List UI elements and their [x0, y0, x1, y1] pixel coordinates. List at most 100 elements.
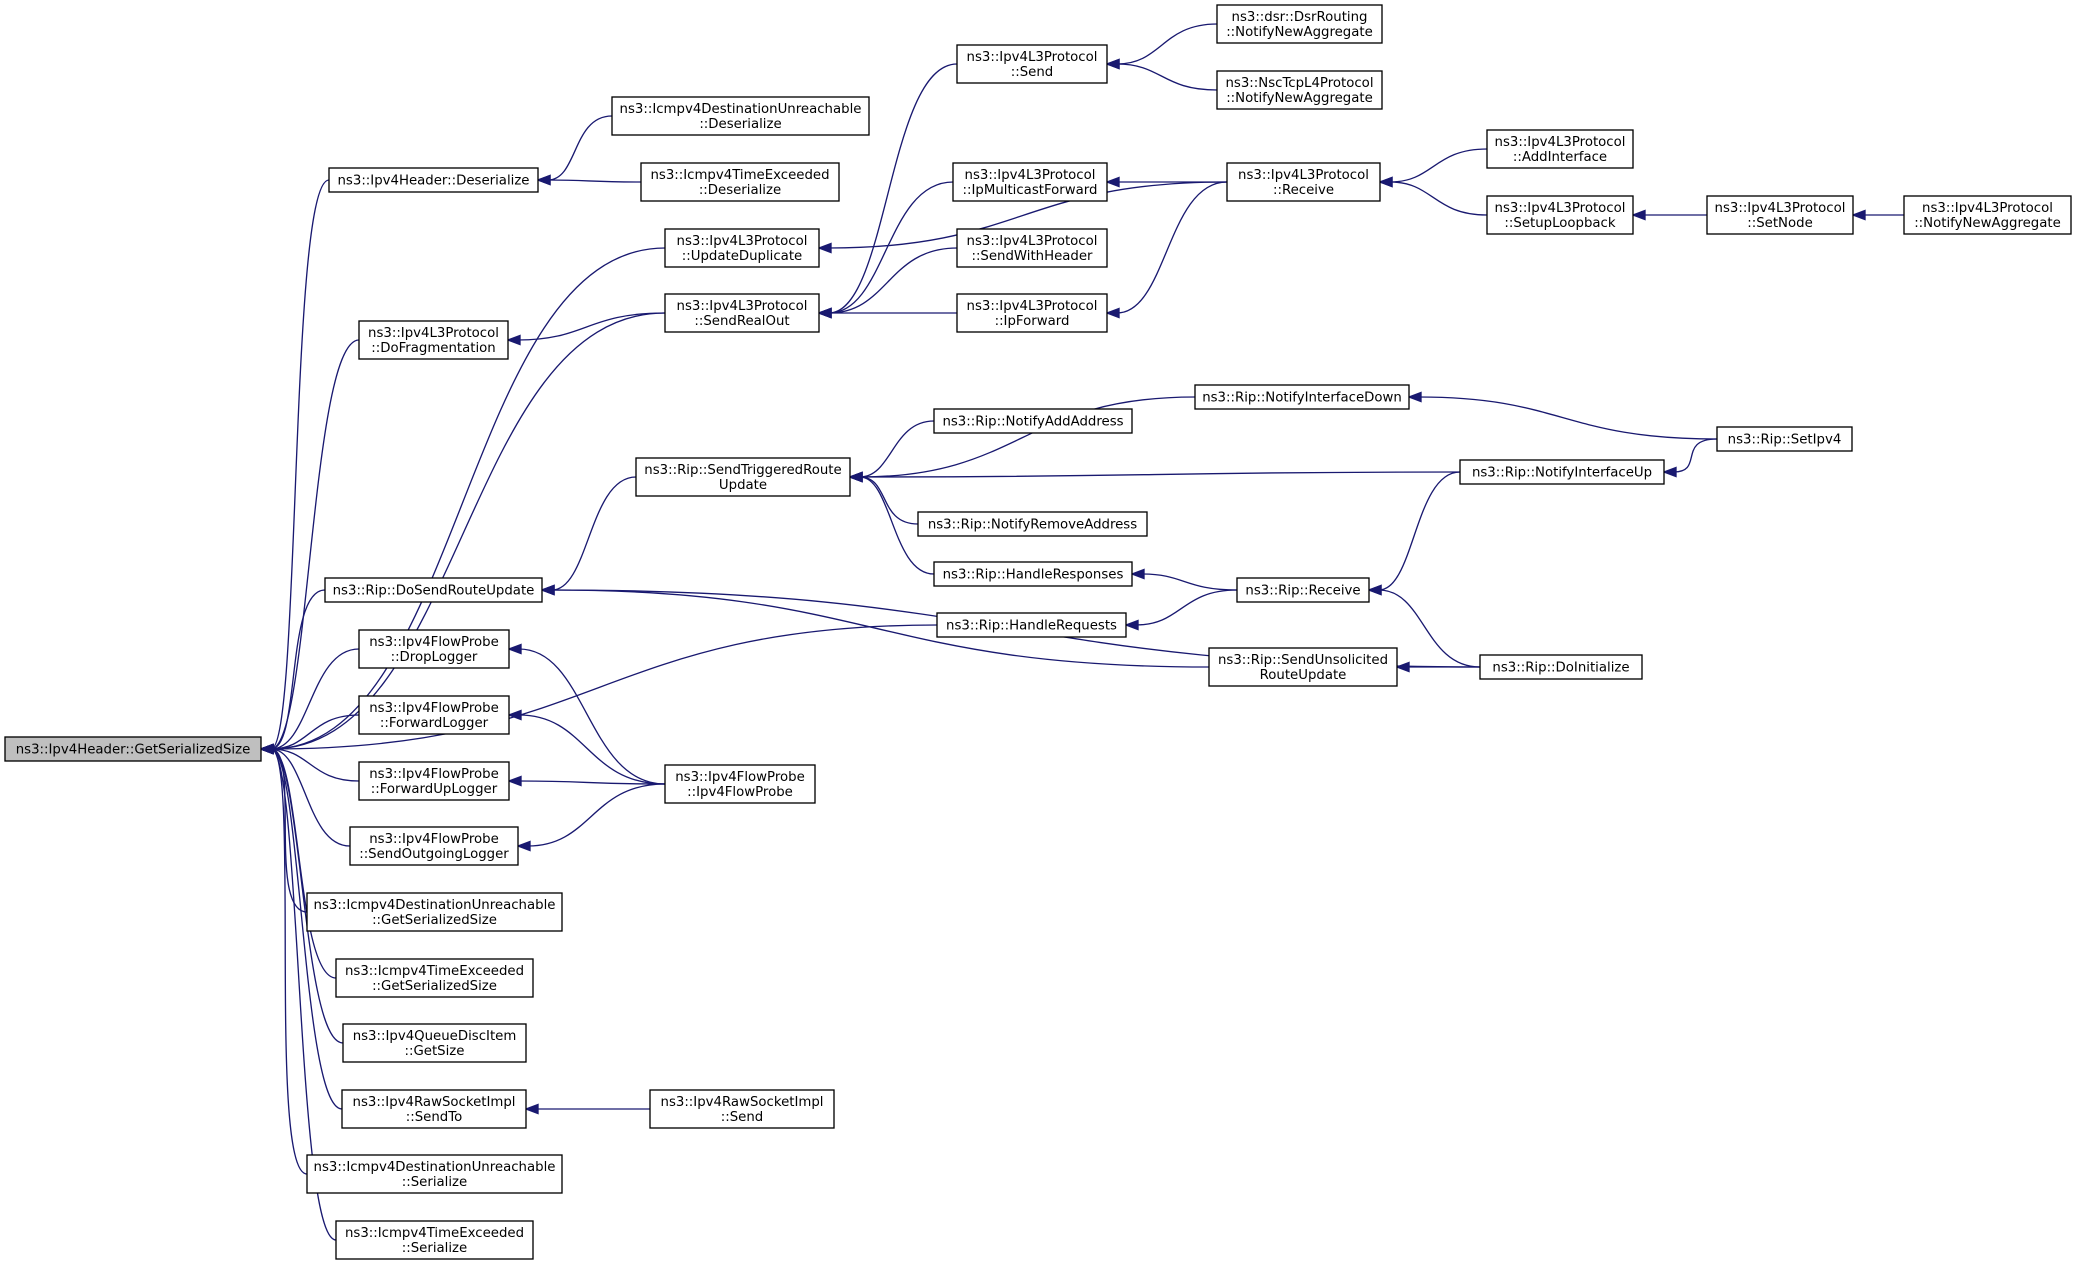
edge-line	[1116, 23, 1218, 65]
graph-node[interactable]: ns3::Rip::DoInitialize	[1479, 654, 1643, 680]
edge-arrowhead	[1124, 619, 1139, 631]
edge-n0-n40	[259, 743, 308, 1175]
graph-node[interactable]: ns3::Rip::NotifyAddAddress	[933, 408, 1133, 434]
edge-line	[859, 420, 935, 478]
edge-line	[270, 714, 360, 750]
graph-node[interactable]: ns3::Ipv4L3Protocol::SendWithHeader	[956, 228, 1108, 268]
graph-node[interactable]: ns3::Ipv4L3Protocol::IpForward	[956, 293, 1108, 333]
node-label: ns3::Rip::SendTriggeredRoute	[644, 463, 841, 478]
node-label: ns3::Ipv4FlowProbe	[369, 635, 499, 650]
edge-line	[1378, 589, 1481, 668]
graph-node[interactable]: ns3::Rip::HandleResponses	[933, 561, 1133, 587]
edge-line	[1116, 181, 1228, 314]
graph-node[interactable]: ns3::Icmpv4DestinationUnreachable::Seria…	[306, 1154, 563, 1194]
graph-node[interactable]: ns3::Icmpv4TimeExceeded::Serialize	[335, 1220, 534, 1260]
graph-node[interactable]: ns3::Ipv4QueueDiscItem::GetSize	[342, 1023, 527, 1063]
graph-node[interactable]: ns3::Icmpv4DestinationUnreachable::GetSe…	[306, 892, 563, 932]
edge-n25-n22	[1367, 471, 1461, 596]
node-box	[1479, 654, 1643, 680]
edge-n0-n41	[259, 743, 337, 1241]
node-box	[956, 228, 1108, 268]
graph-node[interactable]: ns3::Ipv4FlowProbe::ForwardLogger	[358, 695, 510, 735]
node-label: ns3::NscTcpL4Protocol	[1225, 76, 1373, 91]
graph-node[interactable]: ns3::Icmpv4DestinationUnreachable::Deser…	[611, 96, 870, 136]
node-box	[611, 96, 870, 136]
graph-node[interactable]: ns3::Ipv4FlowProbe::SendOutgoingLogger	[349, 826, 519, 866]
node-label: ns3::Rip::NotifyInterfaceDown	[1202, 391, 1402, 406]
edge-n11-n12	[1851, 209, 1904, 221]
graph-node[interactable]: ns3::Ipv4FlowProbe::DropLogger	[358, 629, 510, 669]
node-label: ::Serialize	[402, 1175, 467, 1190]
edge-line	[1135, 589, 1238, 626]
graph-node[interactable]: ns3::Rip::SetIpv4	[1716, 426, 1853, 452]
graph-node[interactable]: ns3::Ipv4FlowProbe::ForwardUpLogger	[358, 761, 510, 801]
node-box	[1216, 4, 1383, 44]
graph-node[interactable]: ns3::Ipv4RawSocketImpl::SendTo	[341, 1089, 527, 1129]
graph-node[interactable]: ns3::Ipv4RawSocketImpl::Send	[649, 1089, 835, 1129]
edge-line	[1141, 573, 1238, 591]
node-box	[640, 162, 840, 202]
graph-node[interactable]: ns3::Rip::Receive	[1236, 577, 1370, 603]
node-label: ns3::Rip::HandleRequests	[946, 619, 1117, 634]
graph-node[interactable]: ns3::Ipv4L3Protocol::DoFragmentation	[358, 320, 509, 360]
edge-arrowhead	[1631, 209, 1646, 221]
edge-line	[270, 339, 360, 750]
edge-n5-n7	[1105, 58, 1218, 91]
graph-node[interactable]: ns3::Ipv4L3Protocol::AddInterface	[1486, 129, 1634, 169]
edge-n0-n34	[259, 743, 351, 847]
node-label: ::SetNode	[1747, 216, 1813, 231]
node-label: ::NotifyNewAggregate	[1226, 25, 1373, 40]
graph-node[interactable]: ns3::Icmpv4TimeExceeded::Deserialize	[640, 162, 840, 202]
node-label: ns3::Rip::HandleResponses	[943, 568, 1124, 583]
edge-arrowhead	[507, 643, 522, 655]
node-label: ns3::Icmpv4TimeExceeded	[650, 168, 829, 183]
node-label: ns3::Ipv4L3Protocol	[967, 299, 1098, 314]
graph-node[interactable]: ns3::Ipv4L3Protocol::UpdateDuplicate	[664, 228, 820, 268]
node-label: ns3::Rip::DoInitialize	[1492, 661, 1629, 676]
node-label: ns3::Rip::NotifyAddAddress	[942, 415, 1123, 430]
edge-line	[270, 748, 337, 1241]
edge-arrowhead	[524, 1103, 539, 1115]
graph-node[interactable]: ns3::Rip::HandleRequests	[936, 612, 1127, 638]
edge-n34-n32	[516, 783, 666, 852]
edge-n0-n17	[259, 339, 360, 755]
node-label: ns3::Ipv4RawSocketImpl	[661, 1095, 824, 1110]
graph-node[interactable]: ns3::Rip::DoSendRouteUpdate	[324, 577, 543, 603]
edge-line	[518, 648, 666, 785]
node-label: Update	[719, 478, 767, 493]
node-box	[1208, 647, 1398, 687]
node-label: ::AddInterface	[1513, 150, 1607, 165]
node-label: ::GetSerializedSize	[372, 979, 497, 994]
graph-node[interactable]: ns3::Rip::NotifyRemoveAddress	[917, 511, 1148, 537]
graph-node[interactable]: ns3::Ipv4L3Protocol::NotifyNewAggregate	[1903, 195, 2072, 235]
node-box	[936, 612, 1127, 638]
graph-node[interactable]: ns3::Rip::NotifyInterfaceDown	[1194, 384, 1410, 410]
graph-node[interactable]: ns3::Ipv4L3Protocol::Send	[956, 44, 1108, 84]
graph-node[interactable]: ns3::Ipv4L3Protocol::SetNode	[1706, 195, 1854, 235]
edge-n22-n19	[1662, 438, 1718, 478]
edge-n5-n6	[1105, 23, 1218, 70]
node-label: ns3::Ipv4L3Protocol	[967, 234, 1098, 249]
edge-arrowhead	[540, 584, 555, 596]
node-label: ns3::Icmpv4TimeExceeded	[345, 964, 524, 979]
node-label: ns3::Rip::Receive	[1245, 584, 1360, 599]
node-label: ns3::Icmpv4DestinationUnreachable	[620, 102, 862, 117]
node-label: ::SetupLoopback	[1504, 216, 1615, 231]
graph-node[interactable]: ns3::Ipv4L3Protocol::SetupLoopback	[1486, 195, 1634, 235]
node-box	[956, 293, 1108, 333]
graph-node[interactable]: ns3::Rip::NotifyInterfaceUp	[1459, 459, 1665, 485]
graph-node[interactable]: ns3::Ipv4Header::Deserialize	[328, 167, 539, 193]
graph-node[interactable]: ns3::Ipv4L3Protocol::SendRealOut	[664, 293, 820, 333]
node-label: ns3::Rip::SendUnsolicited	[1218, 653, 1388, 668]
graph-node[interactable]: ns3::Ipv4L3Protocol::IpMulticastForward	[952, 162, 1108, 202]
root-node[interactable]: ns3::Ipv4Header::GetSerializedSize	[4, 736, 262, 762]
graph-node[interactable]: ns3::Icmpv4TimeExceeded::GetSerializedSi…	[335, 958, 534, 998]
graph-node[interactable]: ns3::Ipv4L3Protocol::Receive	[1226, 162, 1381, 202]
graph-node[interactable]: ns3::NscTcpL4Protocol::NotifyNewAggregat…	[1216, 70, 1383, 110]
node-label: ns3::Ipv4L3Protocol	[1715, 201, 1846, 216]
graph-node[interactable]: ns3::dsr::DsrRouting::NotifyNewAggregate	[1216, 4, 1383, 44]
graph-node[interactable]: ns3::Ipv4FlowProbe::Ipv4FlowProbe	[664, 764, 816, 804]
